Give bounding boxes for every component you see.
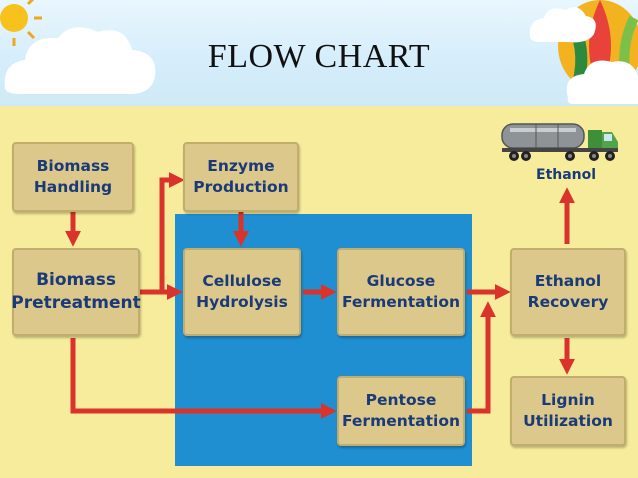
- slide-header: FLOW CHART: [0, 0, 638, 106]
- node-cellulose-hydrolysis: Cellulose Hydrolysis: [183, 248, 301, 336]
- page-title: FLOW CHART: [207, 38, 431, 75]
- tanker-truck-icon: [501, 123, 618, 161]
- node-pentose-fermentation: Pentose Fermentation: [337, 376, 465, 446]
- node-lignin-utilization: Lignin Utilization: [510, 376, 626, 446]
- cloud-icon: [529, 7, 638, 104]
- ethanol-output-label: Ethanol: [536, 167, 597, 183]
- arrow-pretreatment-to-pentose: [70, 338, 337, 420]
- cloud-icon: [4, 27, 156, 95]
- node-glucose-fermentation: Glucose Fermentation: [337, 248, 465, 336]
- arrow-pretreatment-to-enzyme: [140, 171, 185, 295]
- sun-icon: [0, 0, 42, 46]
- arrow-pentose-to-recovery: [467, 301, 497, 414]
- node-biomass-handling: Biomass Handling: [12, 142, 134, 212]
- node-enzyme-production: Enzyme Production: [183, 142, 299, 212]
- node-biomass-pretreatment: Biomass Pretreatment: [11, 248, 141, 336]
- node-ethanol-recovery: Ethanol Recovery: [510, 248, 626, 336]
